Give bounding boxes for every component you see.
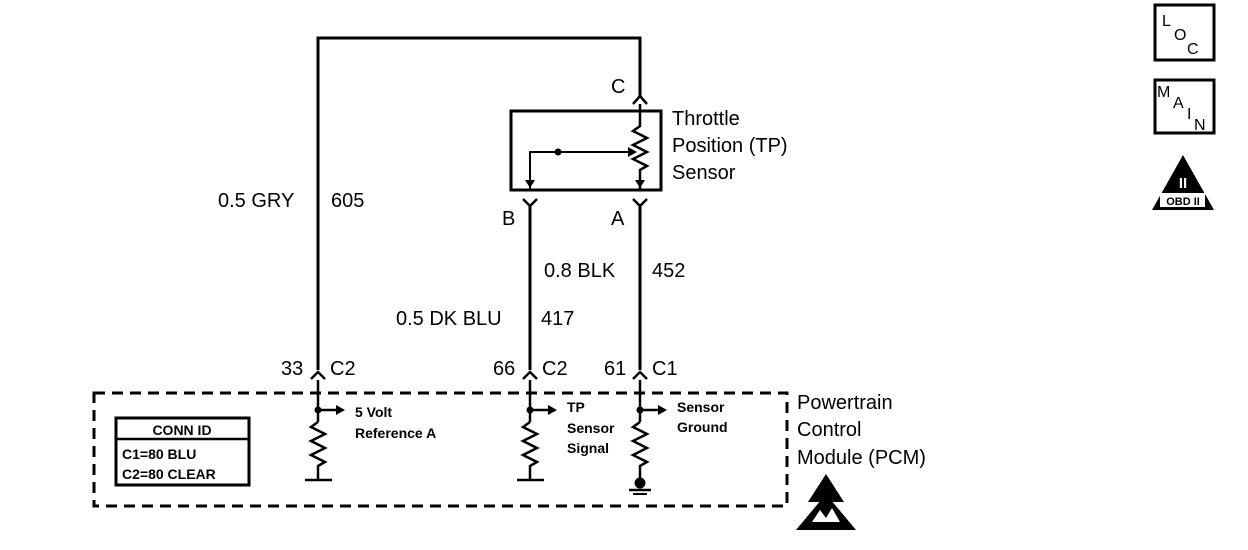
pcm-pin-ground: 61 [604,358,626,380]
obd-ii-icon[interactable]: II OBD II [1152,155,1214,210]
ref-wire-circuit: 605 [331,190,364,212]
ground-wire-gauge: 0.8 BLK [544,260,616,282]
signal-wire-circuit: 417 [541,308,574,330]
tp-sensor-resistor [630,104,650,190]
pcm-ref-label: 5 Volt Reference A [355,404,436,441]
svg-text:M: M [1157,84,1170,101]
sensor-pin-c: C [611,76,625,98]
signal-wire-gauge: 0.5 DK BLU [396,308,502,330]
connector-chevrons [310,94,648,380]
pcm-box [92,391,789,508]
svg-text:N: N [1194,117,1206,134]
svg-text:A: A [1173,95,1184,112]
pcm-ground-label: Sensor Ground [677,399,728,435]
pcm-circuit-markers [314,405,667,415]
tp-sensor-wiper [529,151,628,190]
conn-id-header: CONN ID [152,422,211,438]
pcm-internal-circuits [305,380,658,482]
ref-wire [316,36,642,370]
main-icon[interactable]: M A I N [1153,78,1216,135]
sensor-title: Throttle Position (TP) Sensor [672,108,793,184]
conn-id-line-1: C1=80 BLU [122,446,196,462]
pcm-conn-signal: C2 [542,358,568,380]
conn-id-line-2: C2=80 CLEAR [122,466,216,482]
svg-text:I: I [1187,106,1191,123]
esd-warning-icon [796,474,856,530]
loc-icon[interactable]: L O C [1153,3,1216,62]
pcm-signal-label: TP Sensor Signal [567,399,618,456]
svg-text:II: II [1179,175,1187,192]
ground-wire-circuit: 452 [652,260,685,282]
svg-text:C: C [1187,41,1199,58]
pcm-pin-signal: 66 [493,358,515,380]
sensor-pin-a: A [611,208,625,230]
svg-text:O: O [1174,27,1186,44]
ref-wire-gauge: 0.5 GRY [218,190,294,212]
sensor-pin-b: B [502,208,515,230]
conn-id-box: CONN ID C1=80 BLU C2=80 CLEAR [114,416,251,487]
pcm-conn-ground: C1 [652,358,678,380]
tp-sensor-box [509,109,663,192]
ground-icon [629,477,651,495]
tp-sensor [509,104,663,192]
pcm-title: Powertrain Control Module (PCM) [797,392,926,469]
pcm-conn-ref: C2 [330,358,356,380]
pcm-pin-ref: 33 [281,358,303,380]
svg-text:OBD II: OBD II [1166,196,1200,208]
svg-text:L: L [1162,13,1171,30]
